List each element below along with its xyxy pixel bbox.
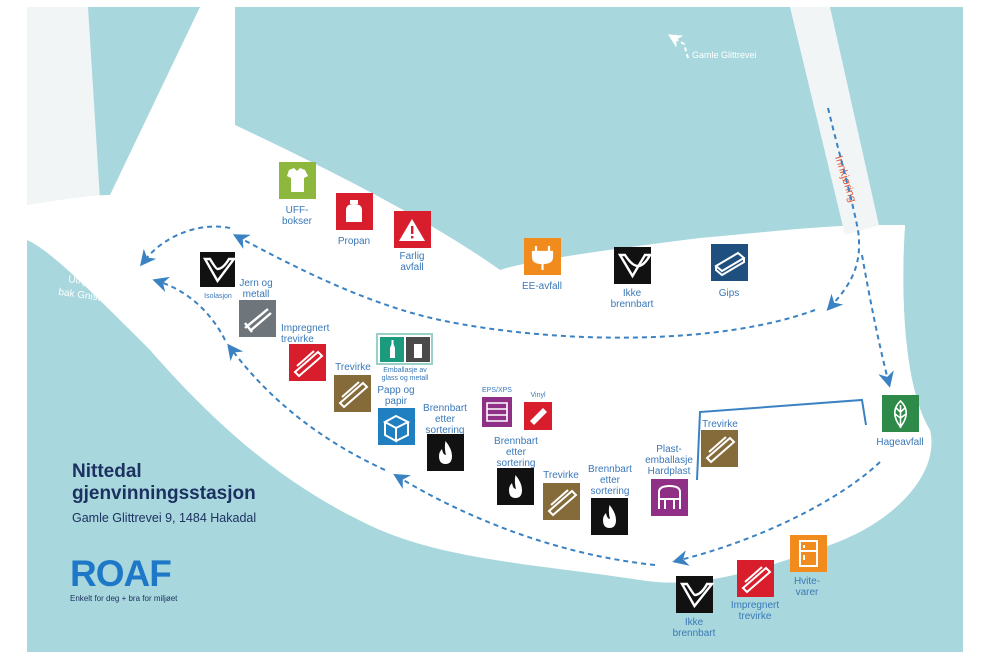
flame-icon bbox=[509, 475, 522, 498]
svg-text:Hageavfall: Hageavfall bbox=[876, 437, 923, 448]
leaf-icon bbox=[893, 399, 908, 429]
station-trevirke-right: Trevirke bbox=[701, 419, 738, 467]
logo-brand: ROAF bbox=[70, 553, 172, 594]
pipe-icon bbox=[244, 308, 272, 333]
svg-text:Trevirke: Trevirke bbox=[335, 362, 371, 373]
flame-icon bbox=[439, 441, 452, 464]
path-top-exit bbox=[139, 225, 231, 267]
station-uff: UFF-bokser bbox=[279, 162, 316, 227]
station-isolasjon: Isolasjon bbox=[200, 252, 237, 300]
chair-icon bbox=[658, 484, 681, 509]
gamle-glittrevei-label: Gamle Glittrevei bbox=[692, 50, 757, 60]
svg-text:EPS/XPS: EPS/XPS bbox=[482, 387, 512, 394]
address: Gamle Glittrevei 9, 1484 Hakadal bbox=[72, 511, 257, 525]
wood-icon bbox=[338, 381, 369, 409]
svg-text:Trevirke: Trevirke bbox=[702, 419, 738, 430]
foam-icon bbox=[486, 402, 508, 422]
right-road bbox=[790, 7, 880, 235]
drop-down-icon bbox=[617, 253, 653, 279]
path-left-up bbox=[227, 343, 386, 471]
left-road bbox=[27, 7, 100, 205]
station-hageavfall: Hageavfall bbox=[876, 395, 924, 448]
box-icon bbox=[382, 414, 411, 443]
flame-icon bbox=[603, 505, 616, 528]
page-title-line1: Nittedal bbox=[72, 461, 142, 482]
station-trevirke-left: Trevirke bbox=[334, 362, 371, 412]
path-right-down bbox=[861, 254, 894, 388]
page-title-line2: gjenvinningsstasjon bbox=[72, 483, 256, 504]
station-ee-avfall: EE-avfall bbox=[522, 238, 562, 292]
station-gips: Gips bbox=[711, 244, 748, 299]
svg-text:Vinyl: Vinyl bbox=[530, 392, 545, 399]
plug-icon bbox=[531, 246, 554, 270]
right-road-lower bbox=[845, 225, 930, 440]
wood-icon bbox=[741, 566, 772, 594]
svg-text:Gips: Gips bbox=[719, 288, 740, 299]
svg-text:UFF-bokser: UFF-bokser bbox=[282, 205, 313, 227]
station-eps-xps: EPS/XPS bbox=[482, 387, 512, 427]
drop-down-icon bbox=[202, 257, 237, 284]
svg-text:Hvite-varer: Hvite-varer bbox=[794, 576, 820, 598]
map-title-block: Nittedal gjenvinningsstasjon Gamle Glitt… bbox=[72, 461, 256, 525]
wood-icon bbox=[293, 350, 324, 378]
svg-text:Propan: Propan bbox=[338, 236, 370, 247]
gamle-glittrevei-arrow bbox=[667, 34, 689, 59]
traffic-paths bbox=[139, 107, 894, 566]
wood-icon bbox=[705, 436, 736, 464]
path-top-loop bbox=[232, 234, 816, 339]
gas-cylinder-icon bbox=[346, 200, 362, 222]
station-propan: Propan bbox=[336, 193, 373, 247]
path-bottom-loop bbox=[672, 461, 881, 566]
svg-text:Trevirke: Trevirke bbox=[543, 470, 579, 481]
station-hvitevarer: Hvite-varer bbox=[790, 535, 827, 598]
roaf-logo: ROAF Enkelt for deg + bra for miljøet bbox=[70, 553, 178, 603]
svg-text:EE-avfall: EE-avfall bbox=[522, 281, 562, 292]
svg-text:Isolasjon: Isolasjon bbox=[204, 293, 232, 300]
path-middle-loop bbox=[393, 473, 656, 566]
bottle-can-icon bbox=[390, 340, 422, 358]
tshirt-icon bbox=[287, 168, 308, 192]
fridge-icon bbox=[799, 540, 818, 567]
path-left-exit bbox=[152, 276, 226, 341]
station-trevirke-mid: Trevirke bbox=[543, 470, 580, 520]
station-vinyl: Vinyl bbox=[524, 392, 552, 430]
logo-tagline: Enkelt for deg + bra for miljøet bbox=[70, 594, 178, 603]
divider-line bbox=[696, 398, 867, 481]
wood-icon bbox=[547, 489, 578, 517]
board-icon bbox=[714, 251, 746, 277]
drop-down-icon bbox=[679, 582, 715, 609]
roll-icon bbox=[530, 408, 547, 425]
